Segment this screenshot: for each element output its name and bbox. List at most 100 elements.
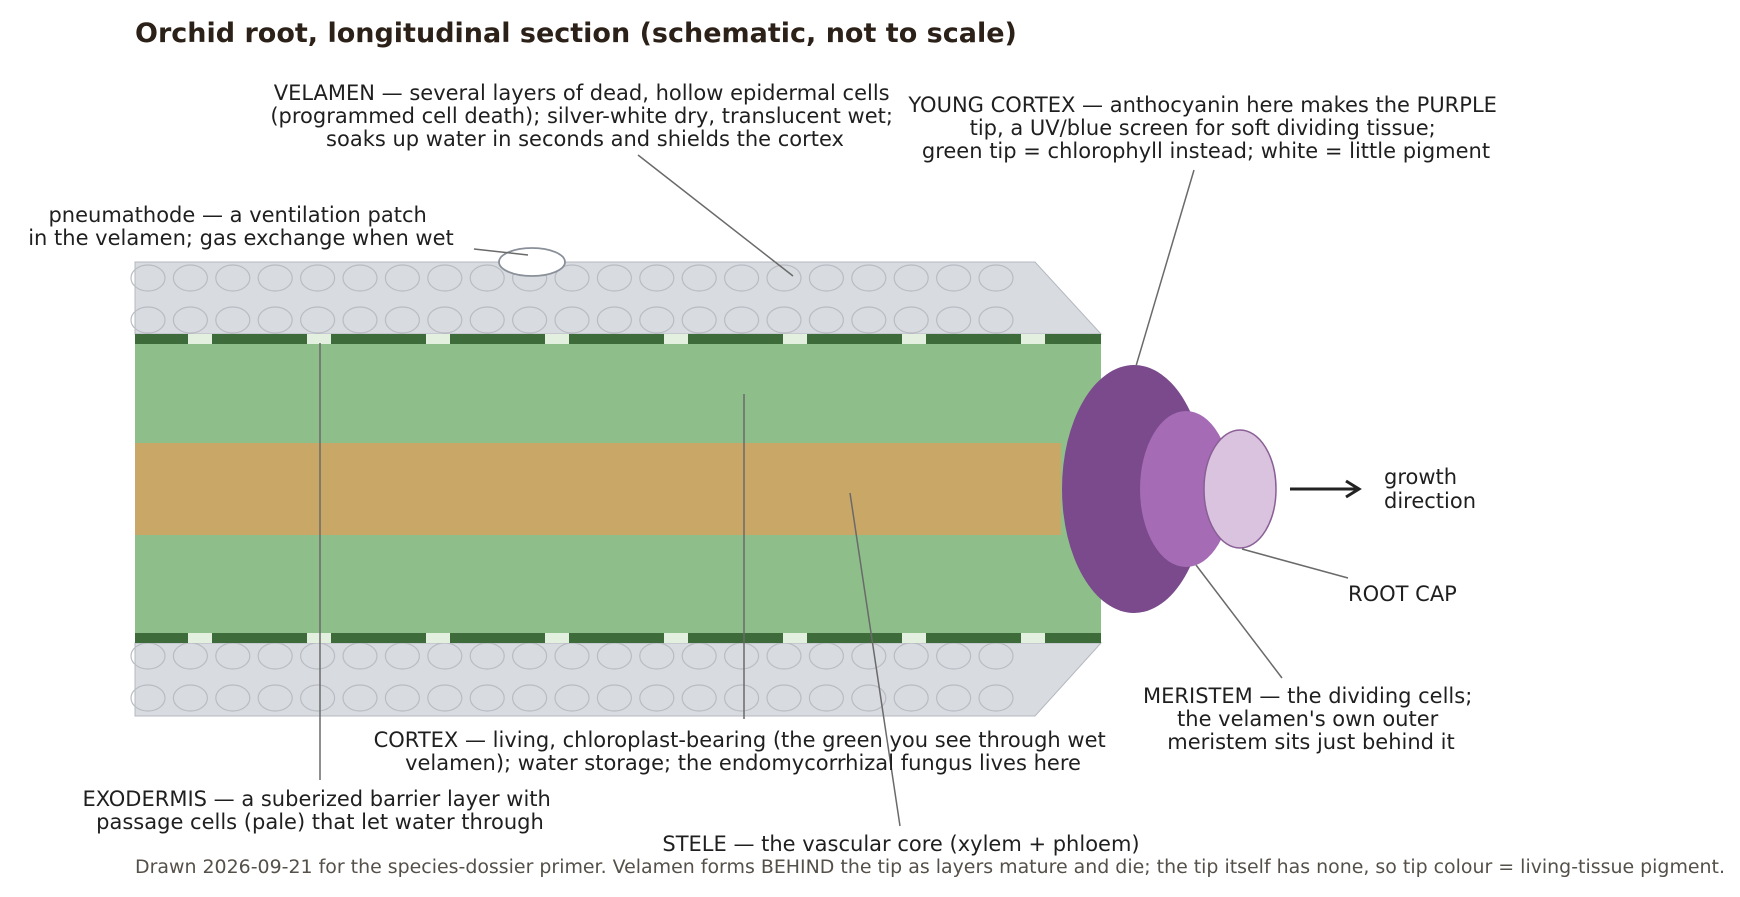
velamen-cell <box>723 306 760 334</box>
velamen-cell <box>893 684 929 712</box>
velamen-leader-line <box>637 154 794 277</box>
velamen-cell <box>808 684 845 712</box>
velamen-cell <box>172 684 208 712</box>
velamen-cell <box>427 264 463 292</box>
velamen-cell <box>215 264 251 292</box>
velamen-cell <box>935 684 972 712</box>
passage-cell <box>783 334 807 344</box>
velamen-cell <box>723 684 760 712</box>
cortex-label: CORTEX — living, chloroplast-bearing (th… <box>374 728 1113 775</box>
velamen-cell <box>935 264 972 292</box>
root-cap-tip <box>1203 429 1277 549</box>
root-tip <box>1062 365 1277 613</box>
velamen-cell <box>808 306 845 334</box>
velamen-cell <box>978 264 1014 292</box>
velamen-cell <box>469 684 505 712</box>
velamen-cell <box>893 264 929 292</box>
stele-band <box>135 443 1061 535</box>
meristem-leader-line <box>1195 564 1283 679</box>
root-cap-label: ROOT CAP <box>1348 582 1457 606</box>
passage-cell <box>1021 633 1045 643</box>
velamen-cell <box>384 264 420 292</box>
meristem-tip <box>1140 411 1232 567</box>
pneumathode-leader-line <box>473 248 529 256</box>
pneumathode-label: pneumathode — a ventilation patch in the… <box>28 203 454 250</box>
exodermis-top-strip <box>135 334 1101 344</box>
velamen-cell <box>469 264 505 292</box>
velamen-cell <box>384 684 420 712</box>
velamen-cell <box>596 306 633 334</box>
velamen-cell <box>342 264 378 292</box>
passage-cell <box>902 334 926 344</box>
velamen-cell <box>130 264 166 292</box>
velamen-cell <box>681 306 717 334</box>
velamen-bottom-band <box>134 642 1103 717</box>
velamen-cell <box>511 306 548 334</box>
velamen-cell <box>978 684 1014 712</box>
growth-direction-label: growth direction <box>1384 465 1476 513</box>
passage-cell <box>307 633 331 643</box>
velamen-cell <box>681 264 717 292</box>
footnote: Drawn 2026-09-21 for the species-dossier… <box>135 857 1725 878</box>
velamen-cell <box>511 684 548 712</box>
velamen-cell <box>639 306 675 334</box>
passage-cell <box>1021 334 1045 344</box>
velamen-cell <box>300 684 336 712</box>
velamen-cell <box>300 306 336 334</box>
diagram-title: Orchid root, longitudinal section (schem… <box>135 18 1017 49</box>
root-section <box>130 247 1103 717</box>
velamen-cell <box>215 306 251 334</box>
velamen-cell <box>681 684 717 712</box>
passage-cell <box>664 334 688 344</box>
velamen-cell <box>342 684 378 712</box>
velamen-cell <box>596 264 633 292</box>
root-cap-leader-line <box>1241 548 1349 579</box>
velamen-cell <box>766 264 802 292</box>
velamen-cell <box>427 684 463 712</box>
velamen-cell <box>342 306 378 334</box>
exodermis-bottom-strip <box>135 633 1101 643</box>
velamen-cell <box>172 264 208 292</box>
passage-cell <box>188 334 212 344</box>
velamen-cell <box>130 306 166 334</box>
velamen-top-band <box>134 261 1103 335</box>
growth-direction-arrow <box>1290 479 1362 499</box>
velamen-cell <box>639 684 675 712</box>
velamen-cell <box>257 684 293 712</box>
passage-cell <box>426 334 450 344</box>
velamen-cell <box>596 684 633 712</box>
velamen-cell <box>808 264 845 292</box>
passage-cell <box>188 633 212 643</box>
young-cortex-label: YOUNG CORTEX — anthocyanin here makes th… <box>907 93 1503 163</box>
passage-cells <box>188 334 1045 643</box>
velamen-cell <box>554 306 590 334</box>
leader-lines <box>319 154 1349 827</box>
velamen-cell <box>554 684 590 712</box>
velamen-cell <box>766 684 802 712</box>
velamen-cell <box>257 264 293 292</box>
velamen-cell <box>766 306 802 334</box>
meristem-label: MERISTEM — the dividing cells; the velam… <box>1143 684 1479 754</box>
young-cortex-leader-line <box>1135 169 1195 367</box>
passage-cell <box>545 334 569 344</box>
passage-cell <box>902 633 926 643</box>
velamen-cell <box>893 306 929 334</box>
passage-cell <box>545 633 569 643</box>
passage-cell <box>307 334 331 344</box>
velamen-cell <box>851 264 887 292</box>
velamen-cell <box>723 264 760 292</box>
velamen-cell <box>427 306 463 334</box>
velamen-cell <box>469 306 505 334</box>
velamen-cell <box>851 684 887 712</box>
exodermis-label: EXODERMIS — a suberized barrier layer wi… <box>82 787 557 834</box>
velamen-cell <box>300 264 336 292</box>
velamen-cell <box>554 264 590 292</box>
velamen-cell <box>978 306 1014 334</box>
velamen-label: VELAMEN — several layers of dead, hollow… <box>270 81 899 151</box>
velamen-cell <box>172 306 208 334</box>
velamen-cell <box>257 306 293 334</box>
stele-leader-line <box>849 492 901 827</box>
pneumathode-patch <box>498 247 566 277</box>
passage-cell <box>426 633 450 643</box>
